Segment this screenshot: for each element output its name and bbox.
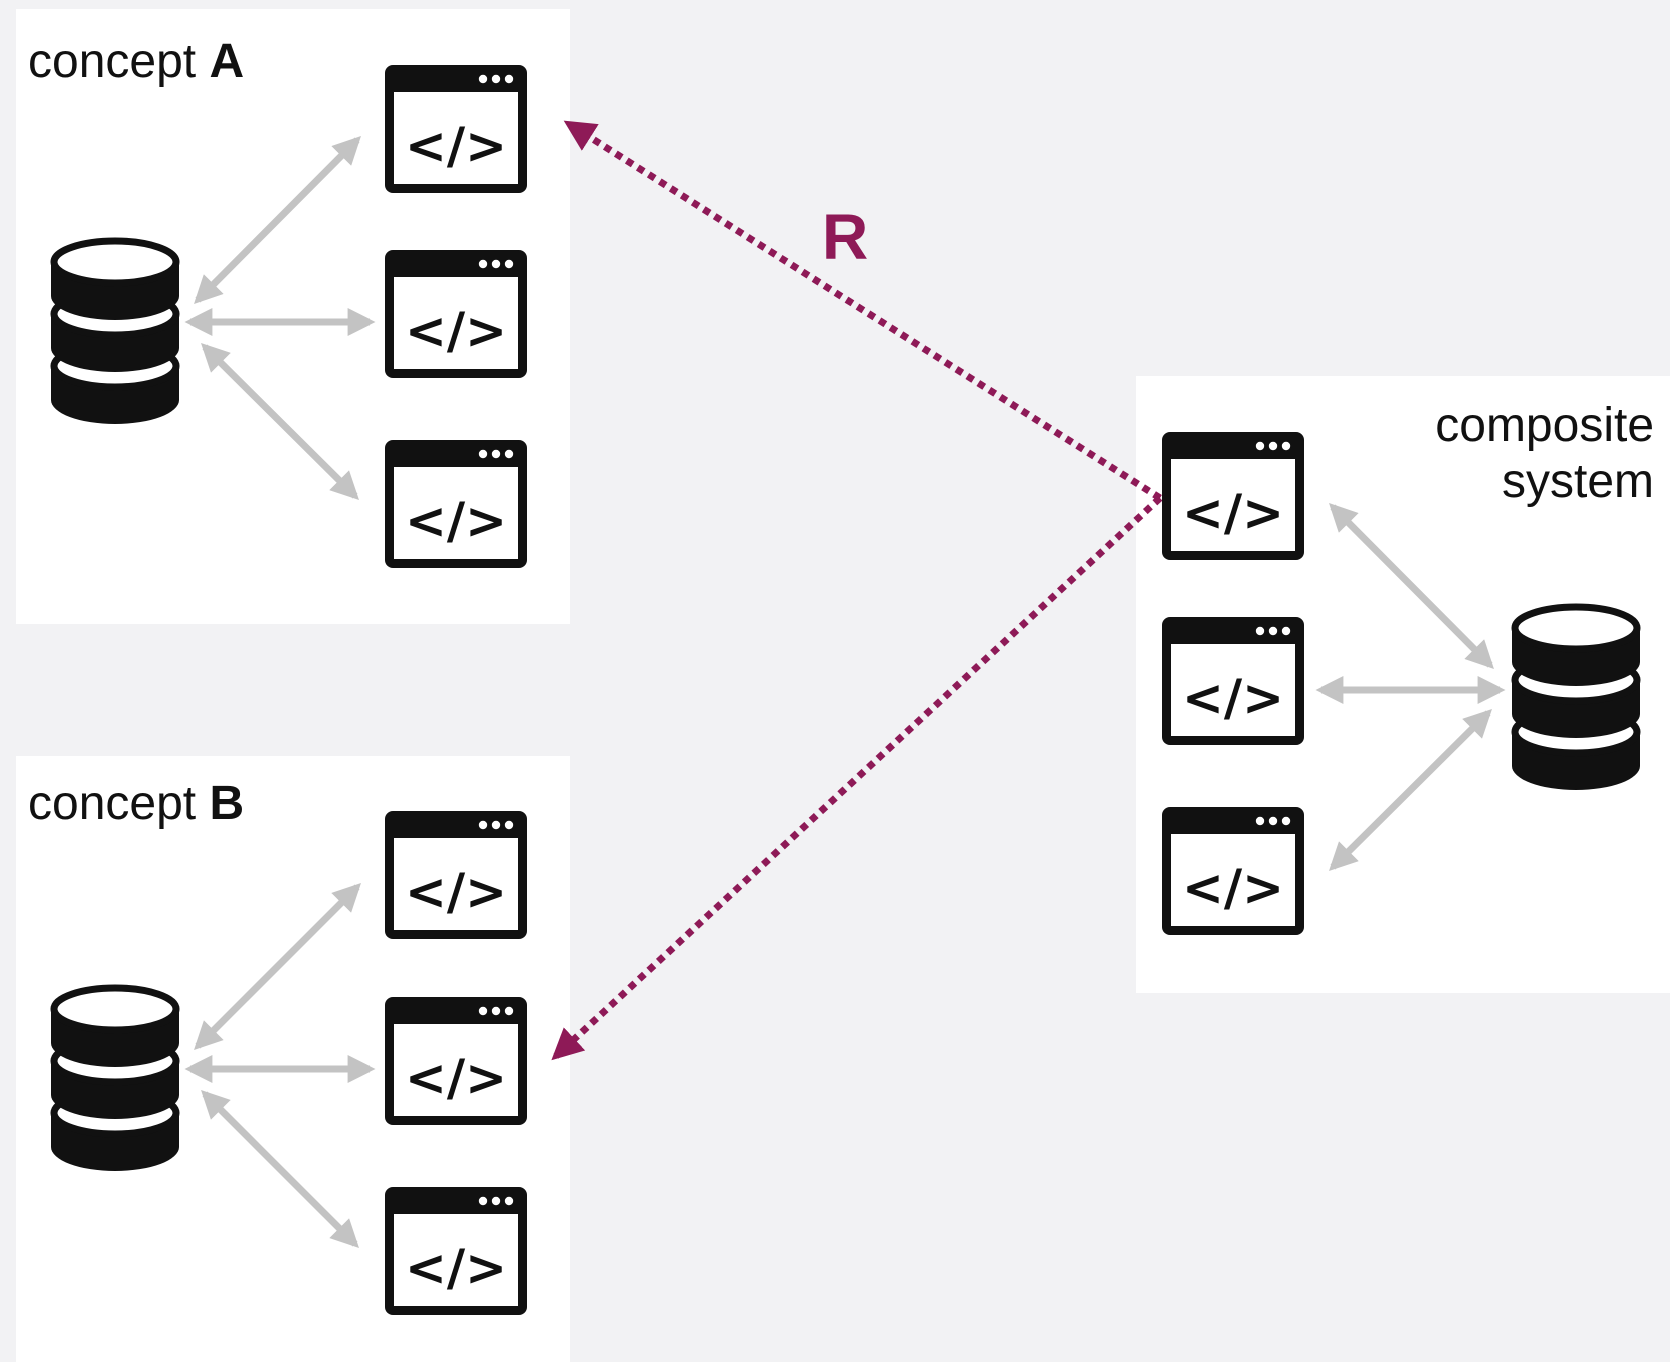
database-icon [50,984,180,1171]
code-glyph: </> [1182,484,1284,542]
code-glyph: </> [405,302,507,360]
window-dot [478,1006,488,1016]
window-dot [491,259,501,269]
window-dot [491,1196,501,1206]
window-dot [478,1196,488,1206]
concept-a-label: concept A [28,34,244,90]
window-dot [504,1196,514,1206]
window-dot [1281,441,1291,451]
window-dot [491,820,501,830]
window-body [394,838,518,930]
code-window-icon: </> [385,440,527,568]
window-dot [1255,626,1265,636]
window-dot [504,449,514,459]
window-dot [491,1006,501,1016]
arrow-b-top [194,883,361,1050]
composite-line2: system [1502,455,1655,508]
arrow-c-bottom [1329,709,1492,871]
code-window-icon: </> [1162,807,1304,935]
code-glyph: </> [405,1049,507,1107]
code-glyph: </> [405,492,507,550]
arrow-a-bottom [201,343,359,500]
code-glyph: </> [405,863,507,921]
window-dot [491,449,501,459]
window-dot [1255,441,1265,451]
relation-arrow-to-b [551,495,1163,1061]
window-dot [504,259,514,269]
database-top [50,984,180,1034]
window-dot [1281,816,1291,826]
code-window-icon: </> [385,811,527,939]
code-window-icon: </> [385,250,527,378]
concept-a-prefix: concept [28,35,197,88]
database-top [1511,603,1641,653]
relation-arrow-to-a [563,120,1162,501]
relation-label: R [822,201,869,273]
window-dot [478,74,488,84]
window-body [1171,644,1295,736]
arrow-c-top [1329,503,1494,669]
arrow-b-bottom [201,1090,359,1248]
window-dot [504,820,514,830]
window-dot [478,820,488,830]
window-dot [1268,626,1278,636]
code-window-icon: </> [385,997,527,1125]
code-window-icon: </> [385,65,527,193]
window-dot [1268,816,1278,826]
database-icon [50,237,180,424]
concept-b-letter: B [209,777,245,830]
database-top [50,237,180,287]
code-window-icon: </> [385,1187,527,1315]
window-body [394,1214,518,1306]
code-window-icon: </> [1162,432,1304,560]
concept-b-label: concept B [28,776,244,832]
composite-line1: composite [1435,399,1655,452]
window-dot [504,74,514,84]
concept-a-letter: A [209,35,245,88]
window-dot [478,259,488,269]
window-dot [1281,626,1291,636]
code-glyph: </> [405,1239,507,1297]
concept-b-prefix: concept [28,777,197,830]
window-body [394,467,518,559]
window-body [394,1024,518,1116]
window-dot [478,449,488,459]
code-window-icon: </> [1162,617,1304,745]
window-dot [491,74,501,84]
database-icon [1511,603,1641,790]
code-glyph: </> [1182,669,1284,727]
window-dot [1268,441,1278,451]
window-body [394,92,518,184]
window-body [1171,834,1295,926]
code-glyph: </> [405,117,507,175]
window-dot [1255,816,1265,826]
code-glyph: </> [1182,859,1284,917]
arrow-a-top [194,136,361,304]
composite-system-label: composite system [1410,398,1654,510]
window-body [1171,459,1295,551]
window-body [394,277,518,369]
window-dot [504,1006,514,1016]
